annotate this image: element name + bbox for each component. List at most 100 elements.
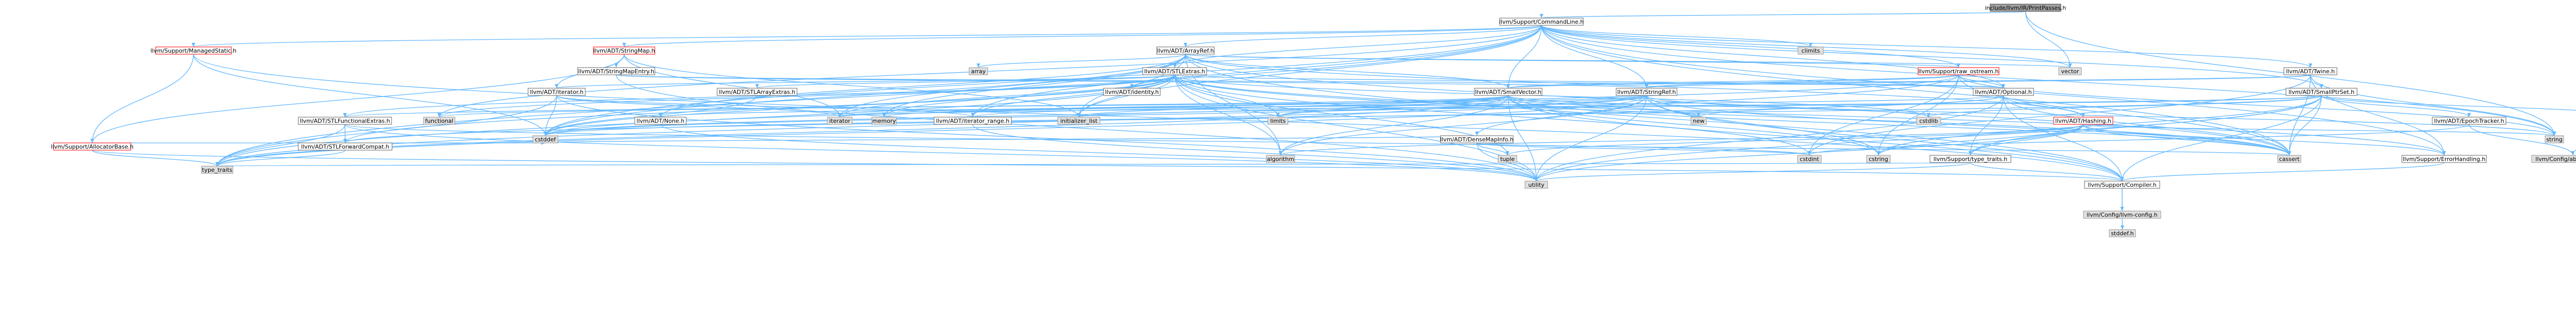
node-functional[interactable]: functional (423, 117, 455, 125)
node-label: llvm/ADT/StringMap.h (594, 47, 655, 54)
node-label: llvm/ADT/STLForwardCompat.h (301, 143, 389, 150)
edge-stlfunctional-to-typetraits (215, 124, 346, 167)
node-utility[interactable]: utility (1524, 181, 1548, 189)
node-label: cassert (2279, 156, 2300, 163)
edge-densemapinfo-to-cstdint (1476, 142, 1811, 156)
node-stddef[interactable]: stddef.h (2109, 229, 2136, 237)
node-cstdint[interactable]: cstdint (1797, 155, 1822, 163)
node-array[interactable]: array (969, 67, 988, 75)
node-tuple[interactable]: tuple (1498, 155, 1517, 163)
node-stlarrayextras[interactable]: llvm/ADT/STLArrayExtras.h (717, 88, 798, 96)
node-compiler[interactable]: llvm/Support/Compiler.h (2084, 181, 2160, 189)
node-initlist[interactable]: initializer_list (1057, 117, 1100, 125)
node-iteratorh[interactable]: iterator (827, 117, 853, 125)
node-limits[interactable]: limits (1267, 117, 1289, 125)
node-climits[interactable]: climits (1798, 46, 1824, 55)
node-stringmapentry[interactable]: llvm/ADT/StringMapEntry.h (577, 67, 655, 75)
edge-smallptrset-to-epochtracker (2321, 95, 2471, 118)
node-abibreaking[interactable]: llvm/Config/abi-breaking.h (2531, 155, 2576, 163)
node-errorhandling[interactable]: llvm/Support/ErrorHandling.h (2401, 155, 2487, 163)
edge-stlextras-to-cstdlib (1174, 74, 1930, 118)
edge-optional-to-stlforward (343, 95, 2004, 143)
node-llvmconfig[interactable]: llvm/Config/llvm-config.h (2083, 211, 2161, 219)
node-cstddef[interactable]: cstddef (532, 135, 558, 143)
node-label: llvm/Support/type_traits.h (1934, 156, 2007, 163)
node-managedstatic[interactable]: llvm/Support/ManagedStatic.h (150, 46, 236, 55)
node-box (2083, 211, 2161, 219)
node-allocatorbase[interactable]: llvm/Support/AllocatorBase.h (51, 142, 133, 151)
node-new[interactable]: new (1690, 117, 1707, 125)
edge-iterator-to-iterrange (556, 95, 975, 118)
edge-managedstatic-to-allocatorbase (90, 54, 194, 143)
node-root[interactable]: include/llvm/IR/PrintPasses.h (1985, 4, 2066, 12)
node-densemapinfo[interactable]: llvm/ADT/DenseMapInfo.h (1440, 135, 1514, 143)
node-box (528, 88, 586, 96)
edge-arrayref-to-none (658, 54, 1186, 118)
node-stlfunctional[interactable]: llvm/ADT/STLFunctionalExtras.h (298, 117, 392, 125)
node-label: stddef.h (2111, 230, 2133, 237)
node-iterrange[interactable]: llvm/ADT/iterator_range.h (934, 117, 1012, 125)
node-algorithm[interactable]: algorithm (1266, 155, 1295, 163)
edge-reverseiter-to-abibreaking (2571, 149, 2576, 156)
node-label: llvm/Support/ErrorHandling.h (2403, 156, 2486, 163)
edge-stlextras-to-memory (882, 74, 1175, 118)
node-stringref[interactable]: llvm/ADT/StringRef.h (1616, 88, 1677, 96)
edge-smallptrset-to-cstddef (544, 95, 2322, 136)
node-label: cstdint (1800, 156, 1819, 163)
edge-stringref-to-limits (1276, 95, 1647, 118)
edge-root-to-vector (2025, 11, 2072, 68)
node-hashing[interactable]: llvm/ADT/Hashing.h (2053, 117, 2113, 125)
node-smallvector[interactable]: llvm/ADT/SmallVector.h (1474, 88, 1543, 96)
node-arrayref[interactable]: llvm/ADT/ArrayRef.h (1156, 46, 1215, 55)
node-label: llvm/Support/Compiler.h (2088, 182, 2156, 188)
node-epochtracker[interactable]: llvm/ADT/EpochTracker.h (2432, 117, 2506, 125)
node-typetraits[interactable]: type_traits (201, 166, 233, 174)
node-optional[interactable]: llvm/ADT/Optional.h (1973, 88, 2034, 96)
edge-optional-to-none (659, 95, 2004, 118)
node-memory[interactable]: memory (871, 117, 897, 125)
node-stlextras[interactable]: llvm/ADT/STLExtras.h (1142, 67, 1207, 75)
edge-cmdline-to-twine (1541, 25, 2312, 68)
edge-hashing-to-tuple (1505, 124, 2084, 156)
edge-cmdline-to-functional (437, 25, 1542, 118)
node-cstdlib[interactable]: cstdlib (1916, 117, 1941, 125)
edge-cmdline-to-smallvector (1506, 25, 1542, 89)
edge-rawostream-to-cstdint (1807, 74, 1959, 156)
edge-cmdline-to-stringmap (622, 25, 1542, 47)
edge-stlfunctional-to-stlforward (343, 124, 347, 143)
node-label: llvm/ADT/STLExtras.h (1144, 68, 1206, 75)
node-box (1524, 181, 1548, 189)
edge-cmdline-to-initlist (1077, 25, 1542, 118)
node-string[interactable]: string (2545, 135, 2564, 143)
node-cmdline[interactable]: llvm/Support/CommandLine.h (1499, 18, 1584, 26)
edge-cmdline-to-rawostream (1541, 25, 1960, 68)
node-stringmap[interactable]: llvm/ADT/StringMap.h (593, 46, 655, 55)
edge-rawostream-to-arrayref (1184, 54, 1959, 68)
edge-stlfunctional-to-cstdint (344, 124, 1811, 156)
node-none[interactable]: llvm/ADT/None.h (634, 117, 687, 125)
node-smallptrset[interactable]: llvm/ADT/SmallPtrSet.h (2285, 88, 2358, 96)
edge-stlforward-to-typetraits (215, 150, 346, 167)
node-identity[interactable]: llvm/ADT/identity.h (1103, 88, 1161, 96)
edge-hashing-to-cstring (1876, 124, 2084, 156)
edge-arrayref-to-memory (882, 54, 1186, 118)
node-label: llvm/ADT/iterator.h (530, 89, 584, 95)
edge-stlextras-to-stlarrayextras (755, 74, 1175, 89)
node-cassert[interactable]: cassert (2277, 155, 2301, 163)
node-cstring[interactable]: cstring (1866, 155, 1891, 163)
node-stlforward[interactable]: llvm/ADT/STLForwardCompat.h (298, 142, 393, 151)
node-iterator[interactable]: llvm/ADT/iterator.h (528, 88, 586, 96)
node-label: initializer_list (1060, 118, 1098, 124)
node-box (2545, 135, 2564, 143)
node-twine[interactable]: llvm/ADT/Twine.h (2283, 67, 2337, 75)
edge-cmdline-to-typetraits (215, 25, 1542, 167)
edge-smallptrset-to-cassert (2287, 95, 2322, 156)
edge-densemapinfo-to-cassert (1476, 142, 2291, 156)
node-box (2109, 229, 2136, 237)
node-vector[interactable]: vector (2058, 67, 2082, 75)
node-box (1498, 155, 1517, 163)
edge-twine-to-cassert (2287, 74, 2311, 156)
node-rawostream[interactable]: llvm/Support/raw_ostream.h (1918, 67, 1999, 75)
node-typetraitsllvm[interactable]: llvm/Support/type_traits.h (1929, 155, 2011, 163)
edge-optional-to-compiler (2003, 95, 2124, 182)
